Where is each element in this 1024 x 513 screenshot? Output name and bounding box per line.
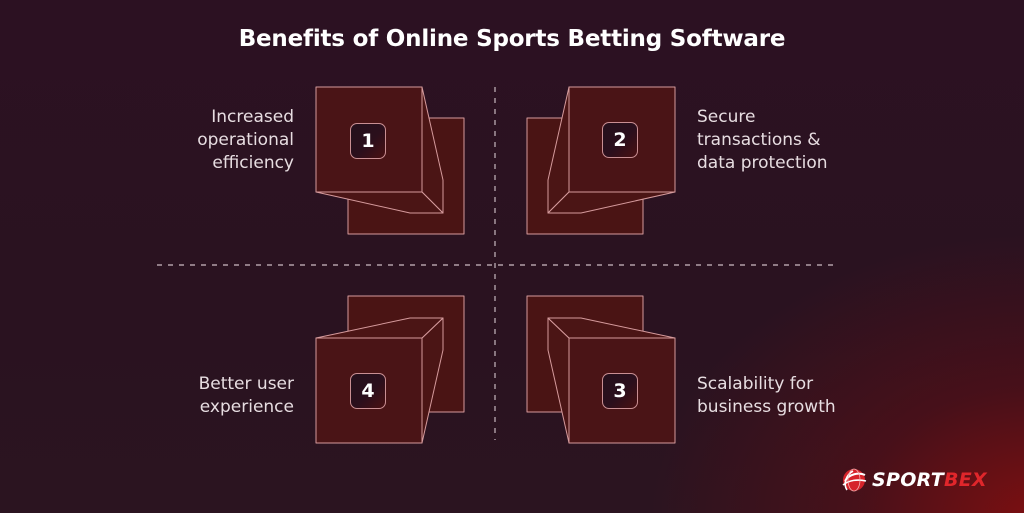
page-title: Benefits of Online Sports Betting Softwa… xyxy=(238,26,786,52)
badge-4: 4 xyxy=(350,373,386,409)
cube-2 xyxy=(526,86,676,235)
benefit-1-line-1: Increased xyxy=(211,107,294,127)
benefit-3-line-1: Scalability for xyxy=(697,374,814,394)
benefit-2-line-2: transactions & xyxy=(697,130,821,150)
benefit-1-line-3: efficiency xyxy=(212,153,294,173)
benefit-3-line-2: business growth xyxy=(697,397,836,417)
benefit-3-label: Scalability for business growth xyxy=(697,373,836,419)
brand-logo: SPORTBEX xyxy=(840,466,987,494)
benefit-2-line-3: data protection xyxy=(697,153,828,173)
benefit-2-label: Secure transactions & data protection xyxy=(697,106,828,175)
badge-1: 1 xyxy=(350,123,386,159)
badge-2: 2 xyxy=(602,122,638,158)
globe-swoosh-icon xyxy=(842,468,867,492)
badge-3: 3 xyxy=(602,373,638,409)
benefit-4-line-1: Better user xyxy=(198,374,294,394)
benefit-4-label: Better user experience xyxy=(199,373,294,419)
cube-1 xyxy=(315,86,465,235)
benefit-4-line-2: experience xyxy=(199,397,294,417)
brand-wordmark-white: SPORT xyxy=(872,469,944,491)
divider-lines xyxy=(157,87,836,440)
benefit-2-line-1: Secure xyxy=(697,107,756,127)
cube-4 xyxy=(315,295,465,444)
brand-wordmark-red: BEX xyxy=(944,469,988,491)
brand-wordmark: SPORTBEX xyxy=(872,469,987,491)
cube-3 xyxy=(526,295,676,444)
benefit-1-line-2: operational xyxy=(197,130,294,150)
benefit-1-label: Increased operational efficiency xyxy=(197,106,294,175)
